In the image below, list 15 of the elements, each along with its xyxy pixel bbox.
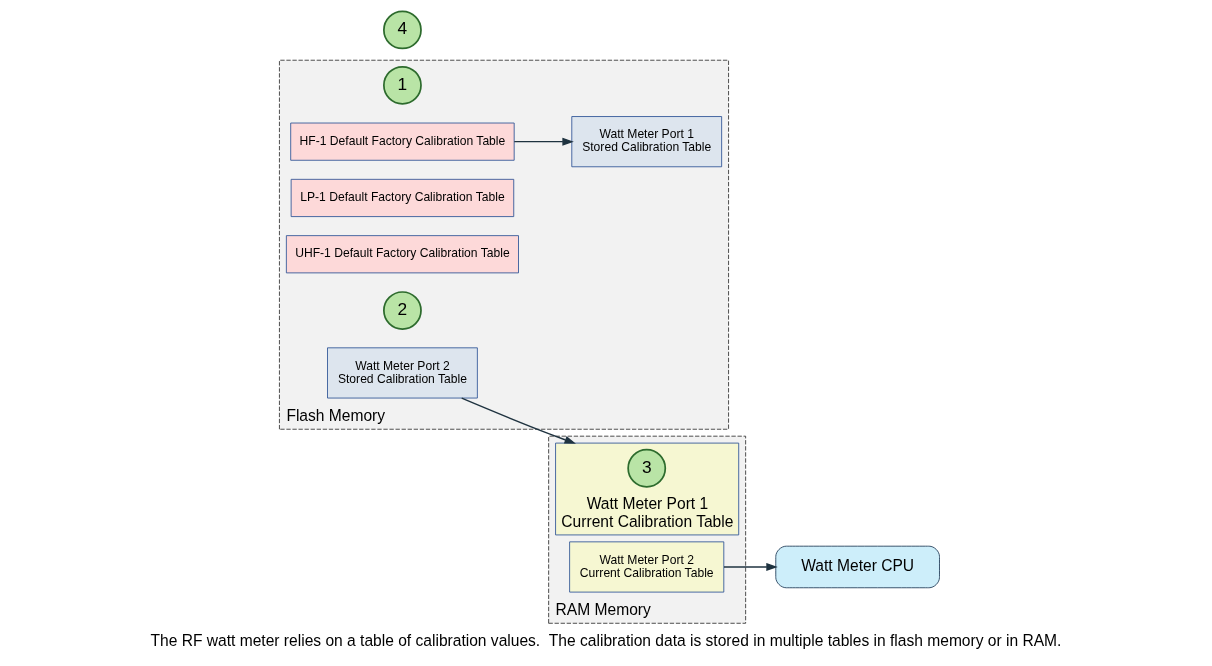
node-circle: 4 [383, 10, 422, 50]
node-box: LP-1 Default Factory Calibration Table [290, 178, 515, 217]
arrow [513, 137, 574, 146]
node-box: HF-1 Default Factory Calibration Table [290, 122, 515, 161]
node-box: Watt Meter Port 1 Stored Calibration Table [571, 116, 723, 168]
arrow [461, 397, 576, 444]
node-box: Watt Meter Port 2 Current Calibration Table [569, 541, 725, 593]
node-box: Watt Meter CPU [775, 545, 940, 589]
arrow [723, 562, 778, 571]
node-circle: 3 [627, 448, 667, 488]
node-box: UHF-1 Default Factory Calibration Table [285, 235, 519, 274]
node-box: Watt Meter Port 2 Stored Calibration Table [327, 347, 478, 399]
caption: The RF watt meter relies on a table of calibration values. The calibration data is stored in multiple tables in flash memory or in RAM. [150, 632, 1062, 650]
node-circle: 1 [383, 65, 422, 105]
node-circle: 2 [383, 291, 422, 330]
